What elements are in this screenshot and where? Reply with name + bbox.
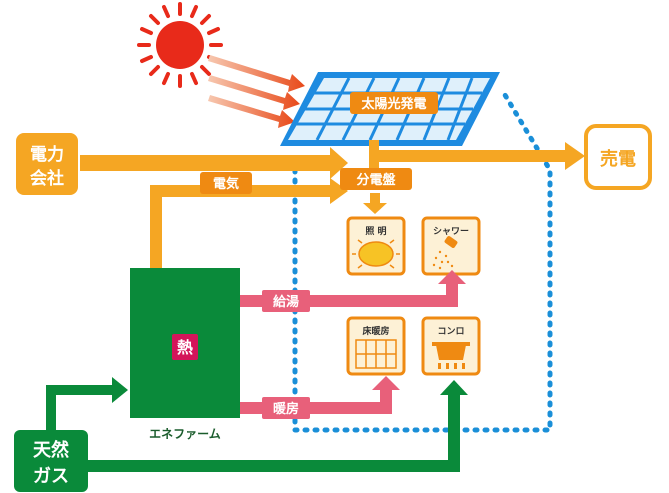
electricity-label: 電気 <box>213 176 239 192</box>
heating-label: 暖房 <box>273 401 299 417</box>
hot-water-label: 給湯 <box>273 294 299 310</box>
natural-gas-box: 天然 ガス <box>14 430 88 492</box>
natural-gas-label-2: ガス <box>33 466 69 487</box>
house-outline <box>292 92 553 433</box>
solar-panel-label: 太陽光発電 <box>360 96 426 112</box>
stove-label: コンロ <box>437 326 464 337</box>
power-company-box: 電力 会社 <box>16 133 78 195</box>
lighting-box: 照 明 <box>346 216 406 276</box>
hot-water-flow: 給湯 <box>240 270 466 312</box>
gas-flows <box>46 377 468 472</box>
heat-label: 熱 <box>177 338 193 357</box>
shower-icon <box>432 236 458 270</box>
lighting-label: 照 明 <box>365 226 386 237</box>
solar-panel: 太陽光発電 <box>280 72 500 146</box>
bulb-icon <box>352 239 400 269</box>
pot-icon <box>432 342 470 369</box>
natural-gas-label-1: 天然 <box>33 439 69 461</box>
enefarm-label: エネファーム <box>149 427 221 441</box>
stove-box: コンロ <box>421 316 481 376</box>
sun-rays <box>208 55 305 128</box>
shower-box: シャワー <box>421 216 481 276</box>
distribution-board-label: 分電盤 <box>356 172 396 188</box>
floor-heating-label: 床暖房 <box>362 325 389 337</box>
heating-flow: 暖房 <box>240 376 400 419</box>
sun-icon <box>137 2 223 88</box>
power-company-label-1: 電力 <box>30 144 64 165</box>
floor-grid-icon <box>355 339 397 369</box>
electricity-flows <box>80 140 585 270</box>
power-company-label-2: 会社 <box>30 168 64 189</box>
sell-power-box: 売電 <box>584 124 652 190</box>
enefarm-box: 熱 エネファーム <box>130 268 240 441</box>
distribution-board-tag: 分電盤 <box>340 168 412 190</box>
electricity-tag: 電気 <box>200 172 252 194</box>
shower-label: シャワー <box>433 226 469 237</box>
sell-power-label: 売電 <box>600 148 636 170</box>
floor-heating-box: 床暖房 <box>346 316 406 376</box>
